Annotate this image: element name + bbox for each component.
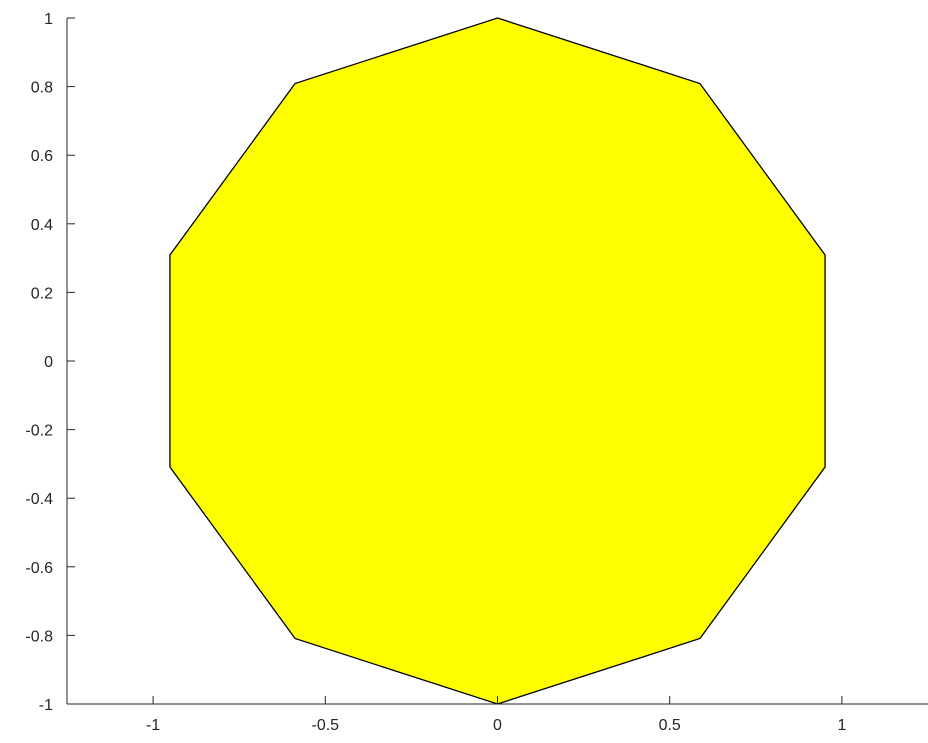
- x-tick-label: 1: [837, 717, 846, 734]
- x-tick-label: -1: [146, 717, 160, 734]
- y-tick-label: 1: [44, 11, 53, 28]
- y-tick-label: 0.6: [31, 148, 53, 165]
- x-tick-label: 0.5: [659, 717, 681, 734]
- y-tick-label: -0.8: [25, 628, 53, 645]
- x-tick-label: -0.5: [312, 717, 340, 734]
- y-tick-label: -0.4: [25, 491, 53, 508]
- x-tick-label: 0: [493, 717, 502, 734]
- decagon-shape: [169, 17, 826, 705]
- y-tick-label: -1: [39, 697, 53, 714]
- y-tick-label: 0.8: [31, 80, 53, 97]
- y-tick-label: 0.2: [31, 285, 53, 302]
- y-tick-label: 0.4: [31, 217, 53, 234]
- y-tick-label: -0.6: [25, 560, 53, 577]
- shape-layer: [169, 17, 826, 705]
- axis-layer: -1 -0.5 0 0.5 1 -1 -0.8 -0.6 -0.4 -0.2 0 0.2 0.4 0.6 0…: [25, 11, 928, 734]
- y-tick-label: -0.2: [25, 423, 53, 440]
- y-tick-label: 0: [44, 354, 53, 371]
